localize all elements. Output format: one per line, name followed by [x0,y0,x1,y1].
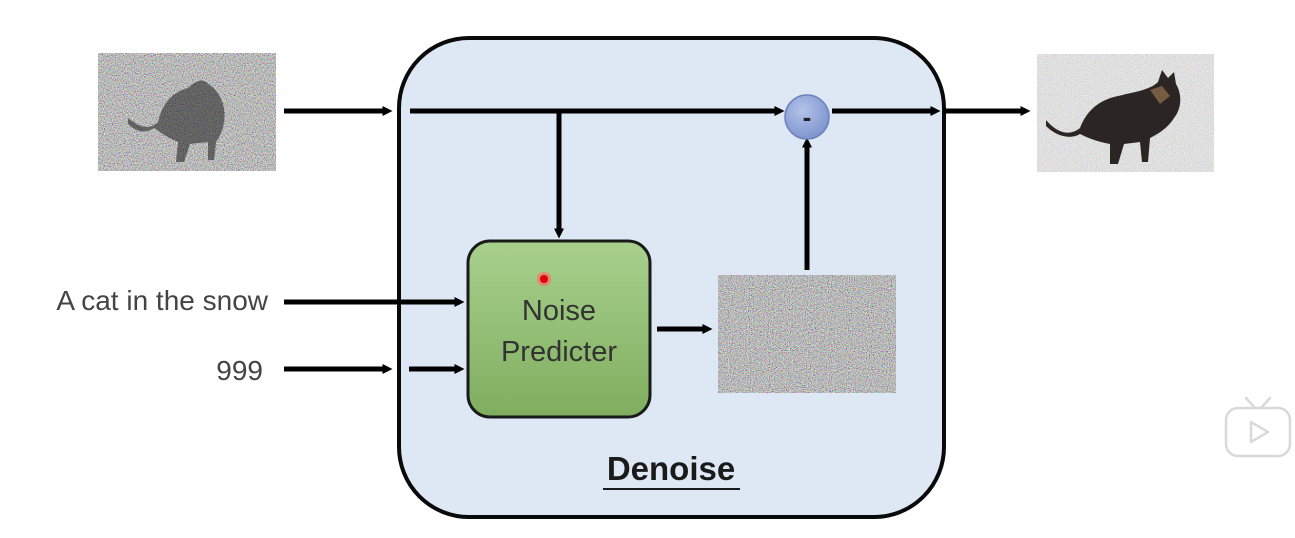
video-play-button[interactable] [1224,394,1292,458]
noise-predicter-label-line2: Predicter [501,336,617,368]
noise-predicter-box [466,239,652,419]
subtract-operator-circle [784,94,830,140]
predicted-noise-image [718,275,896,393]
arrows [284,106,1031,374]
text-prompt-label: A cat in the snow [56,285,268,316]
step-label: 999 [216,355,263,386]
laser-pointer-dot [537,272,551,286]
denoise-title: Denoise [607,450,735,487]
video-play-icon [1224,396,1292,458]
output-cat-image [1037,54,1214,172]
subtract-operator-symbol: - [803,102,812,132]
noise-predicter-label-line1: Noise [522,295,596,327]
input-noisy-cat-image [98,53,276,171]
